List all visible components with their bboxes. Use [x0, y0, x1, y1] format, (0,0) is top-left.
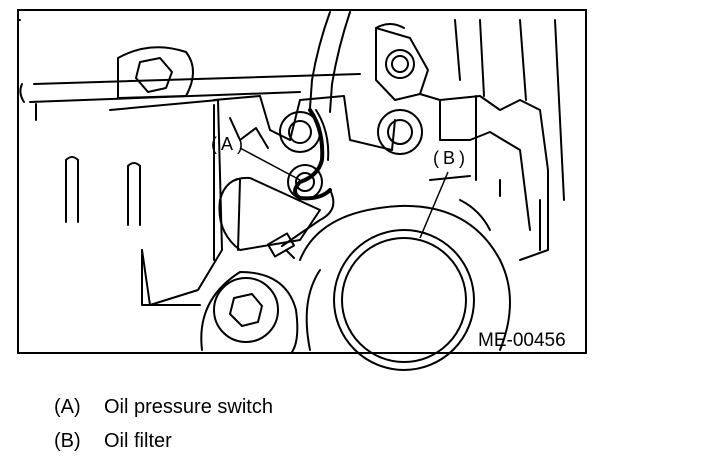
leader-b: [419, 171, 449, 239]
callout-a: (A): [211, 134, 247, 154]
legend-text-a: Oil pressure switch: [104, 396, 273, 418]
callout-b: (B): [433, 148, 469, 168]
callout-leaders: [239, 147, 449, 239]
legend-item-b: (B) Oil filter: [54, 429, 172, 453]
legend-key-b: (B): [54, 430, 81, 452]
diagram-frame: [17, 9, 587, 354]
engine-line-art: [17, 11, 565, 371]
legend-key-a: (A): [54, 396, 81, 418]
leader-a: [239, 147, 301, 181]
figure-code: ME-00456: [478, 330, 566, 351]
legend-item-a: (A) Oil pressure switch: [54, 395, 273, 419]
legend-text-b: Oil filter: [104, 430, 172, 452]
